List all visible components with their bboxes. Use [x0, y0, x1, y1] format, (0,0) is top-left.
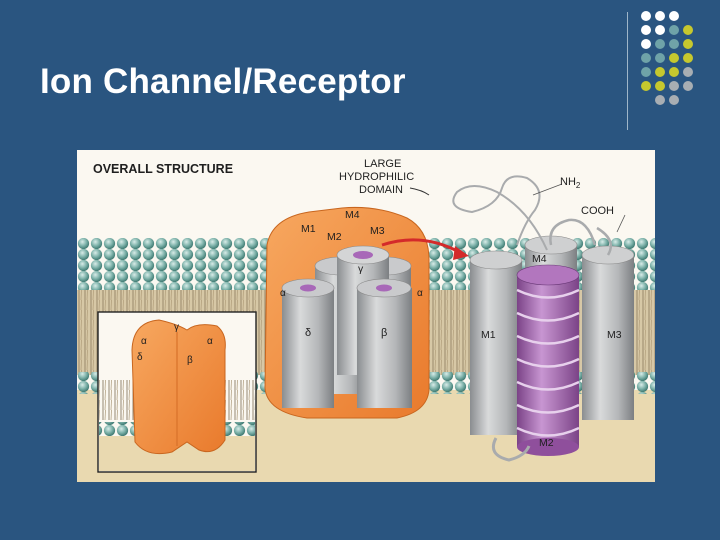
- inset-label-alpha-left: α: [141, 336, 147, 347]
- subunit-detail: [452, 175, 635, 462]
- decorative-dot: [683, 39, 693, 49]
- decorative-dot: [655, 67, 665, 77]
- receptor-label-beta: β: [381, 327, 387, 339]
- receptor-label-m1: M1: [301, 223, 316, 235]
- inset-label-alpha-right: α: [207, 336, 213, 347]
- decorative-dot: [683, 25, 693, 35]
- decorative-dot: [669, 81, 679, 91]
- m2-helix-ribbon: [516, 288, 580, 437]
- hydrophilic-loop: [452, 175, 548, 251]
- decorative-dot: [641, 67, 651, 77]
- decorative-dot: [655, 95, 665, 105]
- decorative-dot-grid: [641, 11, 720, 107]
- ion-channel-diagram: OVERALL STRUCTURE LARGE HYDROPHILIC DOMA…: [77, 150, 655, 482]
- decorative-dot: [655, 11, 665, 21]
- decorative-dot: [655, 53, 665, 63]
- decorative-dot: [669, 67, 679, 77]
- decorative-dot: [655, 81, 665, 91]
- m2-helix-cylinder: [517, 275, 579, 447]
- inset-label-beta: β: [187, 355, 193, 366]
- domain-label-line3: DOMAIN: [359, 184, 403, 196]
- decorative-dot: [669, 95, 679, 105]
- receptor-label-gamma: γ: [358, 263, 364, 275]
- domain-label-line2: HYDROPHILIC: [339, 171, 414, 183]
- inset-panel: α γ α δ β: [97, 311, 257, 473]
- cooh-label: COOH: [581, 205, 614, 217]
- figure-heading: OVERALL STRUCTURE: [93, 162, 233, 176]
- nh2-label: NH2: [560, 176, 581, 190]
- receptor-label-delta: δ: [305, 327, 311, 339]
- decorative-dot: [669, 11, 679, 21]
- decorative-dot: [669, 25, 679, 35]
- detail-label-m2: M2: [539, 437, 554, 449]
- receptor-label-alpha-left: α: [280, 288, 286, 299]
- decorative-dot: [669, 39, 679, 49]
- receptor-label-m2: M2: [327, 231, 342, 243]
- zoom-arrow: [381, 238, 460, 254]
- slide-title: Ion Channel/Receptor: [40, 62, 406, 101]
- detail-label-m1: M1: [481, 329, 496, 341]
- receptor-label-m3: M3: [370, 225, 385, 237]
- decorative-dot: [641, 11, 651, 21]
- ion-channel-figure: OVERALL STRUCTURE LARGE HYDROPHILIC DOMA…: [77, 150, 655, 482]
- decorative-dot: [641, 53, 651, 63]
- decorative-dot: [669, 53, 679, 63]
- decorative-dot: [683, 81, 693, 91]
- decorative-dot: [655, 25, 665, 35]
- decorative-dot: [655, 39, 665, 49]
- title-divider-line: [627, 12, 628, 130]
- receptor-label-alpha-right: α: [417, 288, 423, 299]
- inset-label-gamma: γ: [174, 322, 179, 333]
- domain-label-line1: LARGE: [364, 158, 401, 170]
- decorative-dot: [683, 67, 693, 77]
- decorative-dot: [641, 81, 651, 91]
- decorative-dot: [641, 39, 651, 49]
- receptor-subunit-cylinders: [281, 245, 412, 408]
- decorative-dot: [683, 53, 693, 63]
- zoom-arrow-head: [453, 246, 469, 260]
- decorative-dot: [641, 25, 651, 35]
- domain-pointer-line: [409, 187, 430, 196]
- receptor-label-m4: M4: [345, 209, 360, 221]
- inset-label-delta: δ: [137, 352, 143, 363]
- detail-label-m4: M4: [532, 253, 547, 265]
- detail-label-m3: M3: [607, 329, 622, 341]
